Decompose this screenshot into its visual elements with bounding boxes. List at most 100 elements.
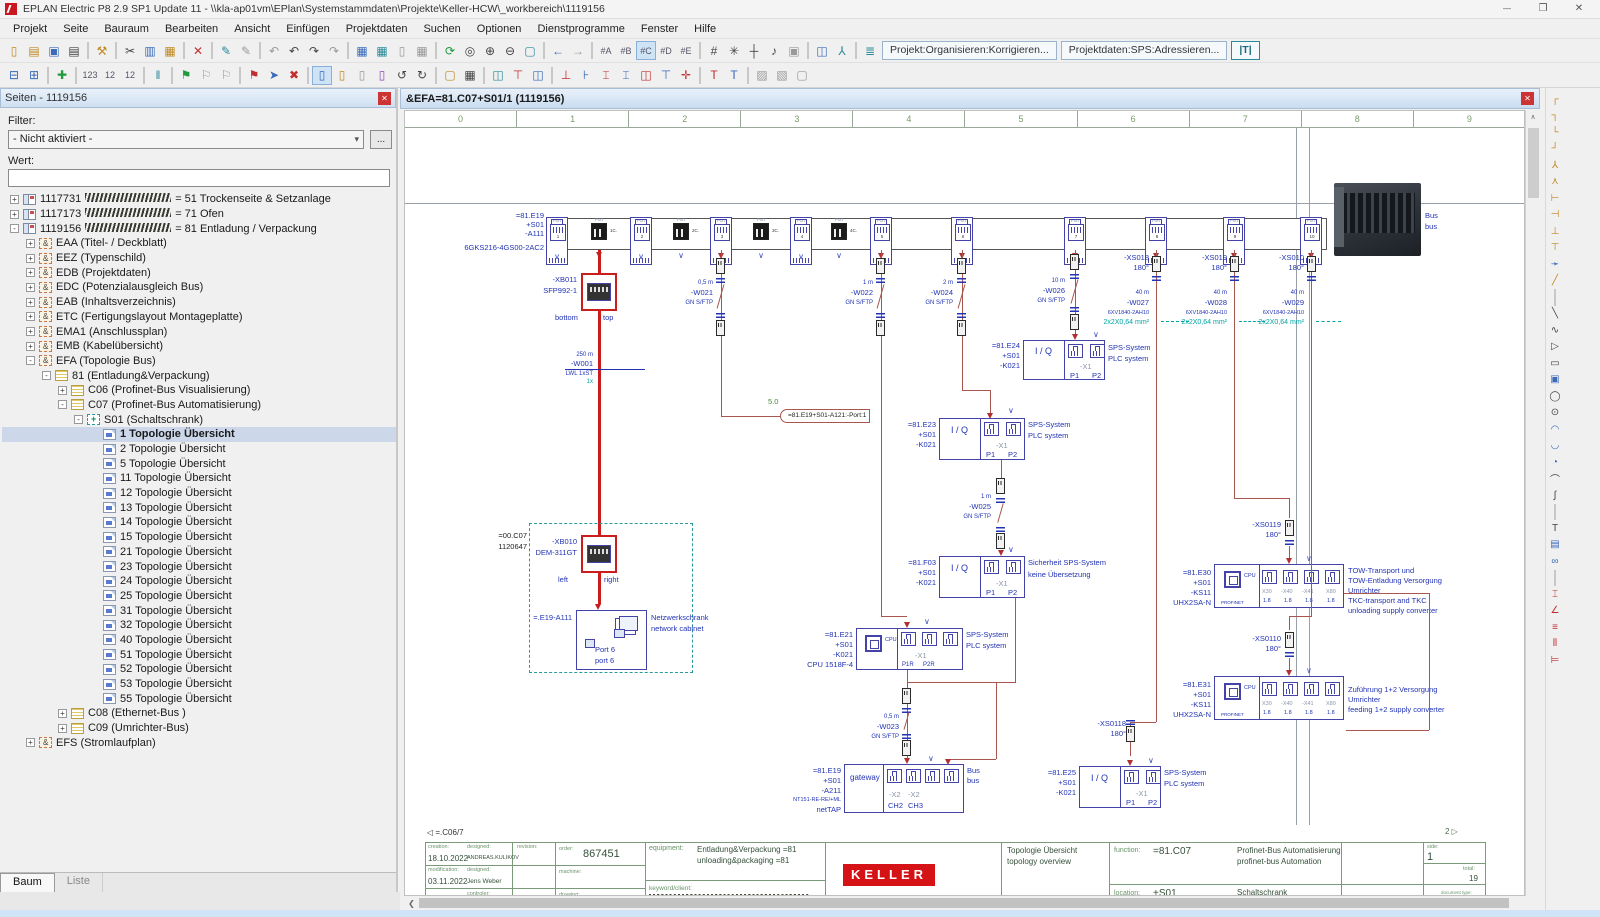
flag-gray2-icon[interactable]: ⚐: [216, 66, 236, 85]
tree-item[interactable]: + EMB (Kabelübersicht): [2, 339, 396, 354]
t-branch-down-icon[interactable]: ⅄: [1546, 157, 1564, 174]
open-project-icon[interactable]: ▤: [24, 41, 44, 60]
panel-close-icon[interactable]: [378, 92, 391, 105]
drawing-close-icon[interactable]: [1521, 92, 1534, 105]
prev-page-ref[interactable]: ◁ =.C06/7: [427, 828, 464, 837]
toolbar-icon[interactable]: [87, 42, 89, 59]
tree-item[interactable]: + EAA (Titel- / Deckblatt): [2, 236, 396, 251]
vertical-scrollbar[interactable]: [1525, 110, 1540, 896]
spline-icon[interactable]: ∫: [1546, 487, 1564, 504]
filter-more-button[interactable]: ...: [370, 130, 392, 149]
tree-item[interactable]: + EDC (Potenzialausgleich Bus): [2, 280, 396, 295]
tree-item[interactable]: - S01 (Schaltschrank): [2, 412, 396, 427]
copy-icon[interactable]: ▥: [140, 41, 160, 60]
plc-adr4-icon[interactable]: ⌶: [616, 66, 636, 85]
t-branch-left-icon[interactable]: ⊢: [1546, 190, 1564, 207]
tab-liste[interactable]: Liste: [55, 873, 103, 892]
tree-item[interactable]: 13 Topologie Übersicht: [2, 500, 396, 515]
tree-item[interactable]: 12 Topologie Übersicht: [2, 486, 396, 501]
window-tile-icon[interactable]: ▣: [784, 41, 804, 60]
properties-table-icon[interactable]: ▦: [352, 41, 372, 60]
toolbar-icon[interactable]: [211, 42, 213, 59]
arc2-icon[interactable]: ◡: [1546, 438, 1564, 455]
tab-baum[interactable]: Baum: [0, 873, 55, 892]
toolbar-icon[interactable]: [435, 67, 437, 84]
tree-expander[interactable]: -: [10, 224, 19, 233]
draw-tool-icon[interactable]: [1554, 289, 1556, 306]
text-blue-icon[interactable]: T: [724, 66, 744, 85]
align-bars-icon[interactable]: ‖: [148, 66, 168, 85]
toolbar-icon[interactable]: [171, 67, 173, 84]
tree-item[interactable]: 21 Topologie Übersicht: [2, 545, 396, 560]
plc-adr3-icon[interactable]: ⌶: [596, 66, 616, 85]
tree-expander[interactable]: +: [26, 283, 35, 292]
junction-up-icon[interactable]: ⊤: [1546, 240, 1564, 257]
corner-tr-icon[interactable]: ┐: [1546, 108, 1564, 125]
redo-icon[interactable]: ↷: [304, 41, 324, 60]
tree-expander[interactable]: +: [58, 709, 67, 718]
tree-item[interactable]: + C06 (Profinet-Bus Visualisierung): [2, 383, 396, 398]
toolbar-icon[interactable]: [143, 67, 145, 84]
hatch2-icon[interactable]: ▧: [772, 66, 792, 85]
menu-item[interactable]: Optionen: [470, 21, 529, 37]
undo-history-icon[interactable]: ↶: [264, 41, 284, 60]
dim-chain-icon[interactable]: ≡: [1546, 619, 1564, 636]
ortho-icon[interactable]: ┼: [744, 41, 764, 60]
dim-baseline-icon[interactable]: ⫴: [1546, 636, 1564, 653]
tree-item[interactable]: + EFS (Stromlaufplan): [2, 735, 396, 750]
page-props-icon[interactable]: ▯: [372, 66, 392, 85]
switch-port[interactable]: Port 3C.: [750, 217, 772, 265]
tree-item[interactable]: - EFA (Topologie Bus): [2, 354, 396, 369]
plc-check-icon[interactable]: ✛: [676, 66, 696, 85]
scroll-left-icon[interactable]: [404, 899, 419, 908]
rectangle-icon[interactable]: ▭: [1546, 355, 1564, 372]
cross-reference[interactable]: =81.E19+S01-A121:-Port:1: [780, 409, 870, 423]
hyperlink-icon[interactable]: ∞: [1546, 553, 1564, 570]
filter-dropdown[interactable]: - Nicht aktiviert - ▾: [8, 130, 364, 149]
toolbar-icon[interactable]: [435, 42, 437, 59]
format-brush2-icon[interactable]: ✎: [236, 41, 256, 60]
horizontal-scrollbar[interactable]: [404, 896, 1525, 910]
toolbar-icon[interactable]: [483, 67, 485, 84]
toolbar-icon[interactable]: [591, 42, 593, 59]
cpu-box-e21[interactable]: CPU -X1 P1R P2R: [856, 628, 963, 670]
menu-item[interactable]: Einfügen: [279, 21, 336, 37]
settings-wrench-icon[interactable]: ⚒: [92, 41, 112, 60]
toolbar-icon[interactable]: [807, 42, 809, 59]
dark-table-icon[interactable]: ▦: [460, 66, 480, 85]
page-new-icon[interactable]: ▯: [332, 66, 352, 85]
plc-new-icon[interactable]: ◫: [488, 66, 508, 85]
tree-item[interactable]: 31 Topologie Übersicht: [2, 603, 396, 618]
tree-expander[interactable]: +: [26, 342, 35, 351]
gateway-box[interactable]: gateway -X2 -X2 CH2 CH3: [844, 764, 964, 813]
tree-expander[interactable]: -: [74, 415, 83, 424]
tree-expander[interactable]: -: [58, 400, 67, 409]
logic-icon[interactable]: ♪: [764, 41, 784, 60]
toolbar-icon[interactable]: [747, 67, 749, 84]
pin-red-icon[interactable]: ⚑: [244, 66, 264, 85]
plc-address-button[interactable]: Projektdaten:SPS:Adressieren...: [1061, 41, 1228, 60]
toolbar-icon[interactable]: [239, 67, 241, 84]
switch-port[interactable]: Port 1: [546, 217, 568, 265]
zoom-in-icon[interactable]: ⊕: [480, 41, 500, 60]
toolbar-icon[interactable]: [699, 67, 701, 84]
tree-expander[interactable]: +: [26, 298, 35, 307]
flag-check-icon[interactable]: ⚑: [176, 66, 196, 85]
page-rotate-right-icon[interactable]: ↻: [412, 66, 432, 85]
plc-adr6-icon[interactable]: ⊤: [656, 66, 676, 85]
line-icon[interactable]: ╲: [1546, 306, 1564, 323]
dim-linear-icon[interactable]: ⌶: [1546, 586, 1564, 603]
switch-port[interactable]: Port 4: [790, 217, 812, 265]
toolbar-icon[interactable]: [47, 67, 49, 84]
toolbar-icon[interactable]: [307, 67, 309, 84]
plc-box-e24[interactable]: I / Q -X1 P1 P2: [1023, 340, 1105, 380]
select-region-icon[interactable]: ▢: [440, 66, 460, 85]
corner-tl-icon[interactable]: ┌: [1546, 91, 1564, 108]
tree-expander[interactable]: -: [42, 371, 51, 380]
tree-item[interactable]: 32 Topologie Übersicht: [2, 618, 396, 633]
plc-box-e25[interactable]: I / Q -X1 P1 P2: [1079, 766, 1161, 808]
tree-item[interactable]: 23 Topologie Übersicht: [2, 559, 396, 574]
tree-item[interactable]: + C08 (Ethernet-Bus ): [2, 706, 396, 721]
minimize-button[interactable]: [1490, 0, 1524, 18]
toolbar-icon[interactable]: [259, 42, 261, 59]
